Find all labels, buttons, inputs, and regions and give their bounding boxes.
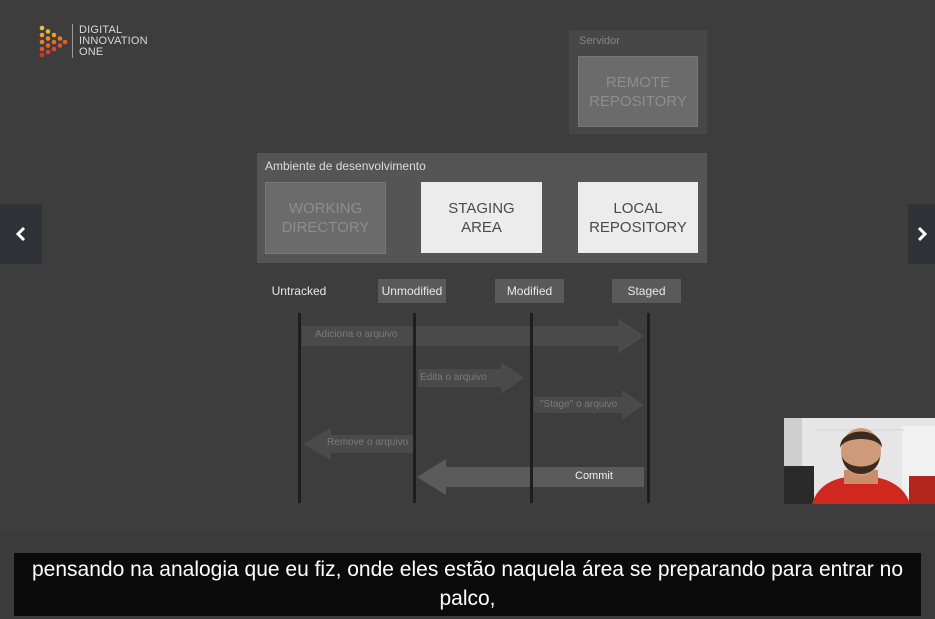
chevron-left-icon [15, 226, 26, 242]
server-panel-title: Servidor [579, 35, 620, 47]
label-edit-file: Edita o arquivo [420, 372, 487, 383]
chevron-right-icon [917, 226, 927, 242]
webcam-video [784, 418, 935, 504]
state-untracked: Untracked [271, 284, 327, 298]
arrow-add-file [302, 318, 644, 354]
presenter-image [784, 418, 935, 504]
working-directory-box: WORKING DIRECTORY [265, 182, 386, 254]
logo-line: INNOVATION [79, 34, 148, 47]
staging-area-box: STAGING AREA [421, 182, 542, 253]
logo-text: DIGITAL INNOVATION ONE [79, 23, 148, 58]
dev-environment-title: Ambiente de desenvolvimento [265, 159, 426, 173]
arrow-stage-file [534, 390, 644, 420]
state-staged: Staged [612, 279, 681, 303]
next-slide-button[interactable] [908, 204, 935, 264]
remote-repository-box: REMOTE REPOSITORY [578, 56, 698, 127]
logo-line: DIGITAL [79, 23, 123, 36]
previous-slide-button[interactable] [0, 204, 42, 264]
logo-divider [72, 24, 73, 58]
line-modified [530, 313, 533, 503]
line-untracked [298, 313, 301, 503]
local-repository-box: LOCAL REPOSITORY [578, 182, 698, 253]
arrow-edit-file [418, 362, 524, 394]
state-modified: Modified [495, 279, 564, 303]
arrow-remove-file [303, 428, 414, 460]
line-unmodified [413, 313, 416, 503]
state-unmodified: Unmodified [378, 279, 446, 303]
subtitle-caption: pensando na analogia que eu fiz, onde el… [14, 553, 921, 616]
label-stage-file: "Stage" o arquivo [540, 399, 618, 410]
line-staged [647, 313, 650, 503]
lifecycle-arrows [298, 313, 650, 503]
label-commit: Commit [575, 470, 613, 482]
label-add-file: Adiciona o arquivo [315, 329, 398, 340]
logo-icon [39, 25, 68, 58]
slide: DIGITAL INNOVATION ONE Servidor REMOTE R… [38, 24, 935, 504]
logo: DIGITAL INNOVATION ONE [38, 24, 148, 58]
label-remove-file: Remove o arquivo [327, 437, 409, 448]
logo-line: ONE [79, 45, 104, 58]
